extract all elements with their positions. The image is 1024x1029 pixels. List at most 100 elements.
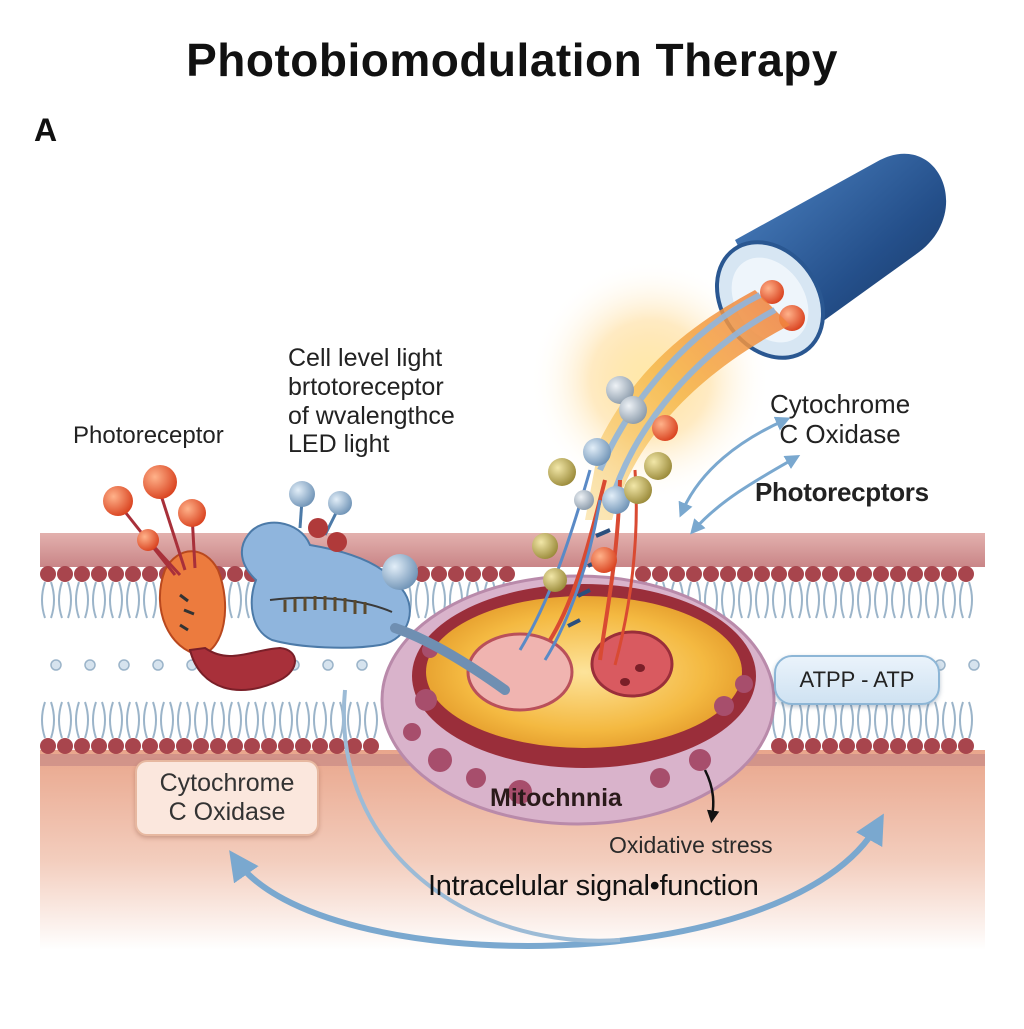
lipid-tail xyxy=(109,581,123,619)
lipid-head xyxy=(822,738,838,754)
lipid-head xyxy=(210,738,226,754)
lipid-head xyxy=(227,738,243,754)
lipid-tail xyxy=(58,701,72,739)
lipid-head xyxy=(295,738,311,754)
lipid-tail xyxy=(58,581,72,619)
lipid-tail xyxy=(789,581,803,619)
arrow-photoreceptors xyxy=(690,455,801,535)
lipid-node xyxy=(118,659,130,671)
label-cytochrome-top: Cytochrome C Oxidase xyxy=(770,389,911,450)
label-photoreceptors: Photorecptors xyxy=(755,477,929,507)
label-cytochrome-top-line-1: Cytochrome xyxy=(770,389,911,419)
label-cell-level-line-3: of wvalengthce xyxy=(288,401,455,430)
lipid-head xyxy=(839,738,855,754)
lipid-tail xyxy=(143,581,157,619)
lipid-head xyxy=(788,738,804,754)
lipid-tail xyxy=(245,701,259,739)
lipid-head xyxy=(822,566,838,582)
photoreceptor-protein-left xyxy=(103,465,296,691)
arrow-oxidative-stress xyxy=(703,769,720,823)
lipid-tail xyxy=(313,701,327,739)
lipid-head xyxy=(958,566,974,582)
membrane-heads-bottom xyxy=(40,738,974,754)
lipid-head xyxy=(941,566,957,582)
photoreceptor-protein-blue xyxy=(240,481,510,695)
lipid-tail xyxy=(75,581,89,619)
lipid-tail xyxy=(806,701,820,739)
lipid-tail xyxy=(789,701,803,739)
lipid-head xyxy=(703,566,719,582)
lipid-tail xyxy=(925,581,939,619)
lipid-tail xyxy=(908,581,922,619)
lipid-tail xyxy=(857,701,871,739)
label-cell-level-line-2: brtotoreceptor xyxy=(288,372,444,401)
lipid-tail xyxy=(228,701,242,739)
lipid-head xyxy=(771,566,787,582)
lipid-tail xyxy=(874,581,888,619)
lipid-head xyxy=(482,566,498,582)
lipid-head xyxy=(312,738,328,754)
lipid-node xyxy=(84,659,96,671)
lipid-tail xyxy=(211,701,225,739)
lipid-tail xyxy=(891,701,905,739)
lipid-head xyxy=(57,738,73,754)
lipid-tail xyxy=(126,581,140,619)
lipid-tail xyxy=(806,581,820,619)
label-mitochondria: Mitochnnia xyxy=(490,784,622,812)
panel-label: A xyxy=(34,112,58,148)
lipid-tail xyxy=(364,701,378,739)
lipid-tail xyxy=(857,581,871,619)
lipid-head xyxy=(414,566,430,582)
lipid-head xyxy=(788,566,804,582)
lipid-head xyxy=(57,566,73,582)
lipid-head xyxy=(635,566,651,582)
lipid-tail xyxy=(415,581,429,619)
lipid-tail xyxy=(891,581,905,619)
lipid-tail xyxy=(908,701,922,739)
label-cell-level-line-1: Cell level light xyxy=(288,344,443,372)
lipid-tail xyxy=(772,581,786,619)
lipid-head xyxy=(669,566,685,582)
lipid-head xyxy=(873,738,889,754)
lipid-head xyxy=(652,566,668,582)
lipid-head xyxy=(907,738,923,754)
lipid-tail xyxy=(279,701,293,739)
lipid-tail xyxy=(925,701,939,739)
lipid-tail xyxy=(177,701,191,739)
lipid-head xyxy=(346,738,362,754)
lipid-head xyxy=(142,566,158,582)
lipid-head xyxy=(448,566,464,582)
lipid-tail xyxy=(92,701,106,739)
lipid-tail xyxy=(262,701,276,739)
lipid-node xyxy=(968,659,980,671)
lipid-head xyxy=(941,738,957,754)
label-intracellular-signal: Intracelular signal•function xyxy=(428,870,759,902)
lipid-head xyxy=(74,738,90,754)
label-photoreceptor: Photoreceptor xyxy=(73,422,224,449)
return-arc-arrow xyxy=(341,689,621,943)
lipid-tail xyxy=(738,581,752,619)
lipid-node xyxy=(152,659,164,671)
mitochondrion xyxy=(380,574,776,826)
lipid-head xyxy=(193,738,209,754)
lipid-head xyxy=(686,566,702,582)
lipid-head xyxy=(176,738,192,754)
lipid-tail xyxy=(942,581,956,619)
light-probe xyxy=(714,153,947,360)
lipid-node xyxy=(356,659,368,671)
lipid-tail xyxy=(228,581,242,619)
lipid-tail xyxy=(75,701,89,739)
lipid-head xyxy=(74,566,90,582)
lipid-head xyxy=(805,738,821,754)
lipid-tail xyxy=(194,701,208,739)
lipid-tail xyxy=(823,701,837,739)
lipid-head xyxy=(431,566,447,582)
lipid-head xyxy=(890,738,906,754)
lipid-tail xyxy=(942,701,956,739)
lipid-head xyxy=(856,566,872,582)
lipid-tail xyxy=(296,701,310,739)
lipid-head xyxy=(159,738,175,754)
lipid-tail xyxy=(959,581,973,619)
lipid-tail xyxy=(126,701,140,739)
cytochrome-box: Cytochrome C Oxidase xyxy=(135,760,319,836)
